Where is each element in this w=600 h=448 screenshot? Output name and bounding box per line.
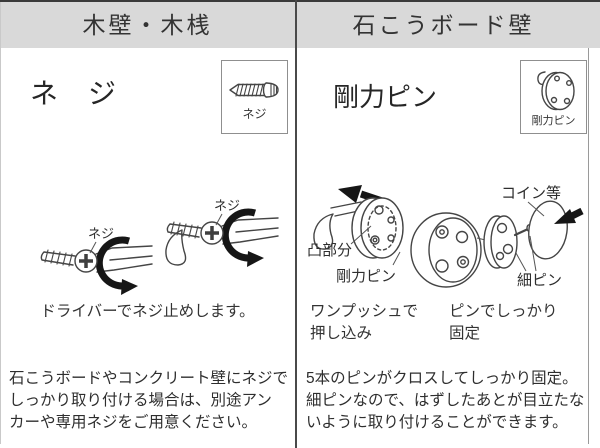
caption-line: ワンプッシュで bbox=[310, 303, 419, 320]
wood-wall-note: 石こうボードやコンクリート壁にネジで しっかり取り付ける場合は、別途アン カーや… bbox=[9, 368, 294, 434]
note-line: 石こうボードやコンクリート壁にネジで bbox=[9, 370, 289, 387]
right-edge-border bbox=[588, 48, 589, 444]
header-plasterboard-wall: 石こうボード壁 bbox=[352, 12, 535, 38]
left-edge-border bbox=[0, 2, 1, 444]
note-line: しっかり取り付ける場合は、別途アン bbox=[9, 392, 272, 409]
screw-caption: ドライバーでネジ止めします。 bbox=[40, 303, 255, 320]
screw-label-a: ネジ bbox=[88, 226, 114, 241]
convex-part-label: 凸部分 bbox=[307, 242, 352, 259]
one-push-diagram: 凸部分 剛力ピン bbox=[307, 185, 404, 285]
screw-icon bbox=[228, 81, 279, 98]
header-band bbox=[0, 2, 600, 48]
top-border bbox=[0, 0, 600, 2]
plasterboard-note: 5本のピンがクロスしてしっかり固定。 細ピンなので、はずしたあとが目立たな いよ… bbox=[306, 368, 592, 434]
note-line: 細ピンなので、はずしたあとが目立たな bbox=[306, 392, 585, 409]
pin-fix-caption: ピンでしっかり 固定 bbox=[449, 301, 558, 345]
note-line: 5本のピンがクロスしてしっかり固定。 bbox=[306, 370, 578, 387]
caption-line: 押し込み bbox=[310, 325, 373, 342]
screw-diagram-plain: ネジ bbox=[40, 226, 153, 295]
thin-pin-label: 細ピン bbox=[517, 272, 562, 289]
gouriki-pin-label: 剛力ピン bbox=[336, 268, 396, 285]
coin-etc-label: コイン等 bbox=[501, 184, 561, 202]
one-push-caption: ワンプッシュで 押し込み bbox=[310, 301, 418, 345]
caption-line: ピンでしっかり bbox=[449, 303, 558, 320]
screw-icon-label: ネジ bbox=[242, 106, 267, 121]
header-wood-wall: 木壁・木桟 bbox=[82, 12, 213, 38]
screw-diagram-with-hook: ネジ bbox=[165, 198, 279, 267]
method-title-pin: 剛力ピン bbox=[333, 82, 438, 112]
gouriki-pin-icon-box: 剛力ピン bbox=[520, 60, 587, 134]
screw-label-b: ネジ bbox=[214, 198, 240, 213]
panel-divider bbox=[295, 0, 297, 448]
gouriki-pin-icon bbox=[536, 70, 575, 110]
caption-line: 固定 bbox=[449, 325, 481, 342]
note-line: カーや専用ネジをご用意ください。 bbox=[9, 414, 258, 431]
note-line: いように取り付けることができます。 bbox=[306, 414, 568, 431]
screw-driving-diagram: ネジ ネジ bbox=[40, 198, 279, 295]
screw-icon-box: ネジ bbox=[221, 60, 288, 134]
method-title-screw: ネ ジ bbox=[30, 78, 118, 109]
coin-fix-diagram: コイン等 細ピン bbox=[410, 184, 584, 289]
gouriki-pin-icon-label: 剛力ピン bbox=[531, 114, 576, 127]
